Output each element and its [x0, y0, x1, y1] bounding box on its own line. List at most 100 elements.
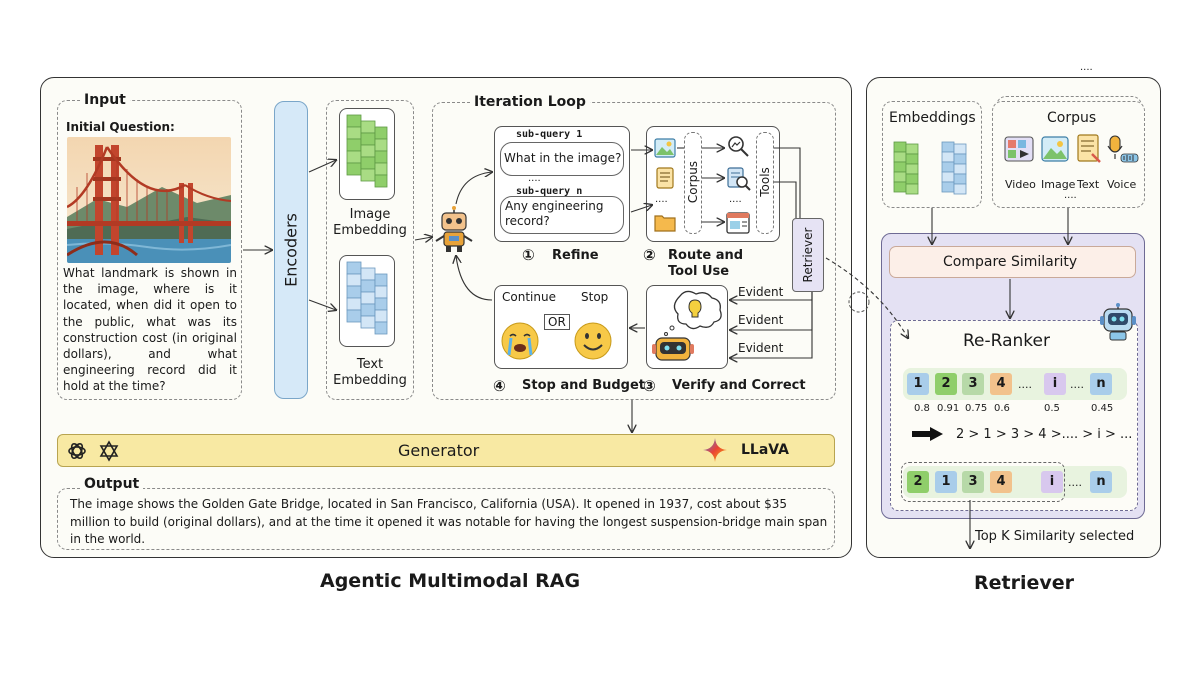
openai-logo-icon	[66, 440, 88, 462]
smiling-face-icon	[573, 321, 613, 361]
input-box	[57, 100, 242, 400]
reranked-cell-5: ....	[1068, 476, 1082, 489]
text-embedding-vectors	[344, 260, 390, 342]
subquery-n-label: sub-query n	[516, 186, 583, 197]
corpus-column	[684, 132, 702, 234]
corpus-item-image: Image	[1041, 178, 1076, 191]
image-embedding-vectors	[344, 113, 390, 195]
initial-question-text: What landmark is shown in the image, whe…	[63, 266, 237, 394]
step-3-label: Verify and Correct	[672, 378, 806, 393]
document-search-tool-icon	[726, 166, 752, 192]
rank-cell-2: 3	[962, 373, 984, 395]
iteration-loop-title: Iteration Loop	[470, 94, 590, 110]
subquery-1-text: What in the image?	[504, 151, 622, 165]
retriever-side-box	[792, 218, 824, 292]
arrow-encoder-text	[308, 299, 336, 310]
web-tool-icon	[726, 212, 750, 234]
continue-label: Continue	[502, 290, 556, 304]
subquery-1-bubble	[500, 142, 624, 176]
top-right-ellipsis: ....	[1080, 62, 1093, 73]
corpus-item-text: Text	[1077, 178, 1100, 191]
rank-cell-5: i	[1044, 373, 1066, 395]
input-title: Input	[80, 92, 130, 108]
video-icon	[1004, 135, 1034, 163]
document-corpus-icon	[654, 167, 676, 189]
arrow-robot-refine	[455, 172, 492, 205]
image-embedding-label: Image Embedding	[333, 207, 407, 238]
reranked-cell-3: 4	[990, 471, 1012, 493]
tools-column	[756, 132, 774, 234]
subquery-dots: ....	[528, 173, 541, 184]
crying-face-icon	[500, 321, 540, 361]
iteration-loop-box	[432, 102, 836, 400]
rank-cell-7: n	[1090, 373, 1112, 395]
embedding-box	[326, 100, 414, 400]
gemini-star-icon	[702, 437, 728, 463]
text-embedding-label: Text Embedding	[333, 357, 407, 388]
step-2-number: ②	[643, 246, 656, 264]
initial-question-label: Initial Question:	[66, 120, 175, 134]
step-2-label: Route and Tool Use	[668, 248, 744, 279]
reranked-cell-0: 2	[907, 471, 929, 493]
tools-dots: ....	[729, 194, 742, 205]
output-title: Output	[80, 476, 144, 492]
rank-cell-4: ....	[1018, 378, 1032, 391]
arrow-encoder-image	[308, 160, 336, 173]
step-3-number: ③	[643, 377, 656, 395]
corpus-dots: ....	[655, 194, 668, 205]
corpus-more-dots: ....	[1064, 190, 1077, 201]
arrow-retriever-link	[825, 257, 908, 338]
generator-label: Generator	[398, 441, 480, 460]
embeddings-box	[882, 101, 982, 208]
image-search-tool-icon	[726, 134, 750, 158]
step-4-label: Stop and Budget	[522, 378, 646, 393]
similarity-score-0: 0.8	[914, 403, 930, 414]
arrow-stop-robot	[456, 256, 493, 301]
evident-label-3: Evident	[738, 341, 784, 355]
rank-cell-0: 1	[907, 373, 929, 395]
evident-label-1: Evident	[738, 285, 784, 299]
rank-cell-3: 4	[990, 373, 1012, 395]
subquery-n-bubble	[500, 196, 624, 234]
evident-label-2: Evident	[738, 313, 784, 327]
or-label: OR	[544, 314, 570, 330]
compare-similarity-box	[889, 246, 1136, 278]
step-1-number: ①	[522, 246, 535, 264]
agentic-rag-caption: Agentic Multimodal RAG	[320, 570, 581, 592]
voice-icon	[1107, 134, 1139, 164]
reranker-robot-icon	[1100, 303, 1136, 341]
topk-selection-frame	[901, 462, 1065, 502]
rank-cell-1: 2	[935, 373, 957, 395]
thinking-robot-icon	[650, 288, 726, 366]
similarity-score-3: 0.6	[994, 403, 1010, 414]
right-arrow-icon	[912, 426, 944, 442]
folder-corpus-icon	[654, 212, 676, 232]
model-logo-icon	[98, 440, 120, 462]
retriever-caption: Retriever	[974, 572, 1075, 594]
text-icon	[1076, 134, 1102, 164]
llava-label: LLaVA	[741, 442, 790, 458]
compare-similarity-label: Compare Similarity	[943, 254, 1078, 270]
corpus-title: Corpus	[1047, 110, 1097, 126]
stop-label: Stop	[581, 290, 609, 304]
similarity-score-1: 0.91	[937, 403, 960, 414]
agent-robot-icon	[433, 205, 475, 253]
reranked-cell-1: 1	[935, 471, 957, 493]
similarity-score-2: 0.75	[965, 403, 988, 414]
step-1-label: Refine	[552, 248, 599, 263]
ranking-order: 2 > 1 > 3 > 4 >.... > i > ...	[956, 427, 1133, 442]
reranked-cell-2: 3	[962, 471, 984, 493]
rank-cell-6: ....	[1070, 378, 1084, 391]
reranker-label: Re-Ranker	[963, 331, 1050, 351]
arrow-embed-robot	[414, 237, 432, 240]
embeddings-title: Embeddings	[889, 110, 976, 126]
image-icon	[1041, 136, 1069, 162]
golden-gate-bridge-image	[67, 137, 231, 263]
similarity-score-4: 0.5	[1044, 403, 1060, 414]
image-corpus-icon	[654, 138, 676, 158]
step-4-number: ④	[493, 377, 506, 395]
retriever-embedding-vectors	[892, 138, 974, 198]
corpus-item-video: Video	[1005, 178, 1036, 191]
subquery-n-text: Any engineering record?	[505, 199, 604, 228]
